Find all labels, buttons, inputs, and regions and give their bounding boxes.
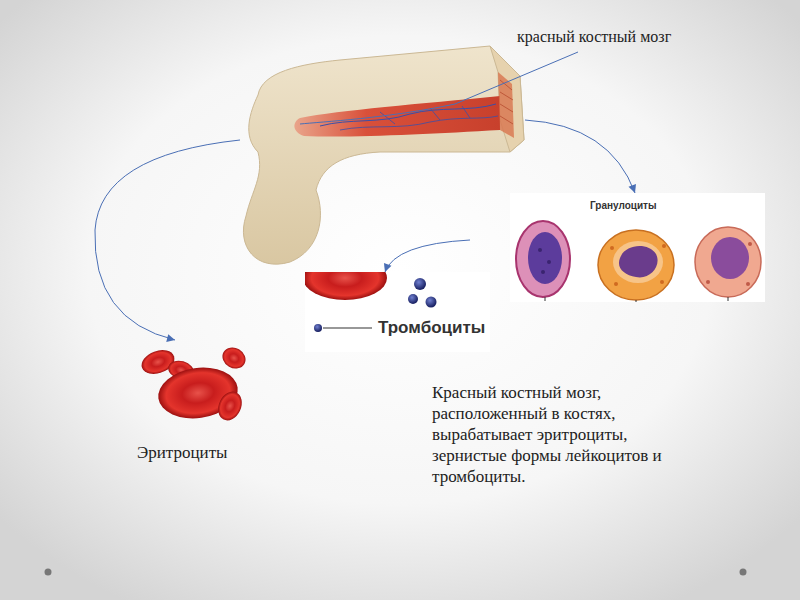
arrow-head xyxy=(166,334,175,342)
granulocyte-picture xyxy=(510,193,765,302)
arrow-head xyxy=(384,263,392,272)
erythrocyte-node: Эритроциты xyxy=(130,340,270,467)
node-label: Тромбоциты xyxy=(378,318,485,338)
connector-arrow xyxy=(95,140,240,340)
slide-dot xyxy=(45,569,52,576)
node-label: Гранулоциты xyxy=(590,200,657,212)
connector-arrow xyxy=(525,120,635,193)
connector-arrow xyxy=(385,240,470,272)
slide-dot xyxy=(740,569,747,576)
node-label: красный костный мозг xyxy=(517,27,671,47)
leader-line xyxy=(455,52,578,104)
node-label: Эритроциты xyxy=(137,443,228,463)
platelet-node: Тромбоциты xyxy=(305,272,491,352)
bone-node: красный костный мозг xyxy=(240,40,525,240)
granulocyte-node: Гранулоциты xyxy=(510,193,765,302)
description-text: Красный костный мозг, расположенный в ко… xyxy=(432,382,687,487)
arrow-head xyxy=(628,184,636,193)
leader-line xyxy=(300,104,455,124)
erythrocyte-picture xyxy=(138,343,249,424)
platelet-picture xyxy=(303,256,490,352)
